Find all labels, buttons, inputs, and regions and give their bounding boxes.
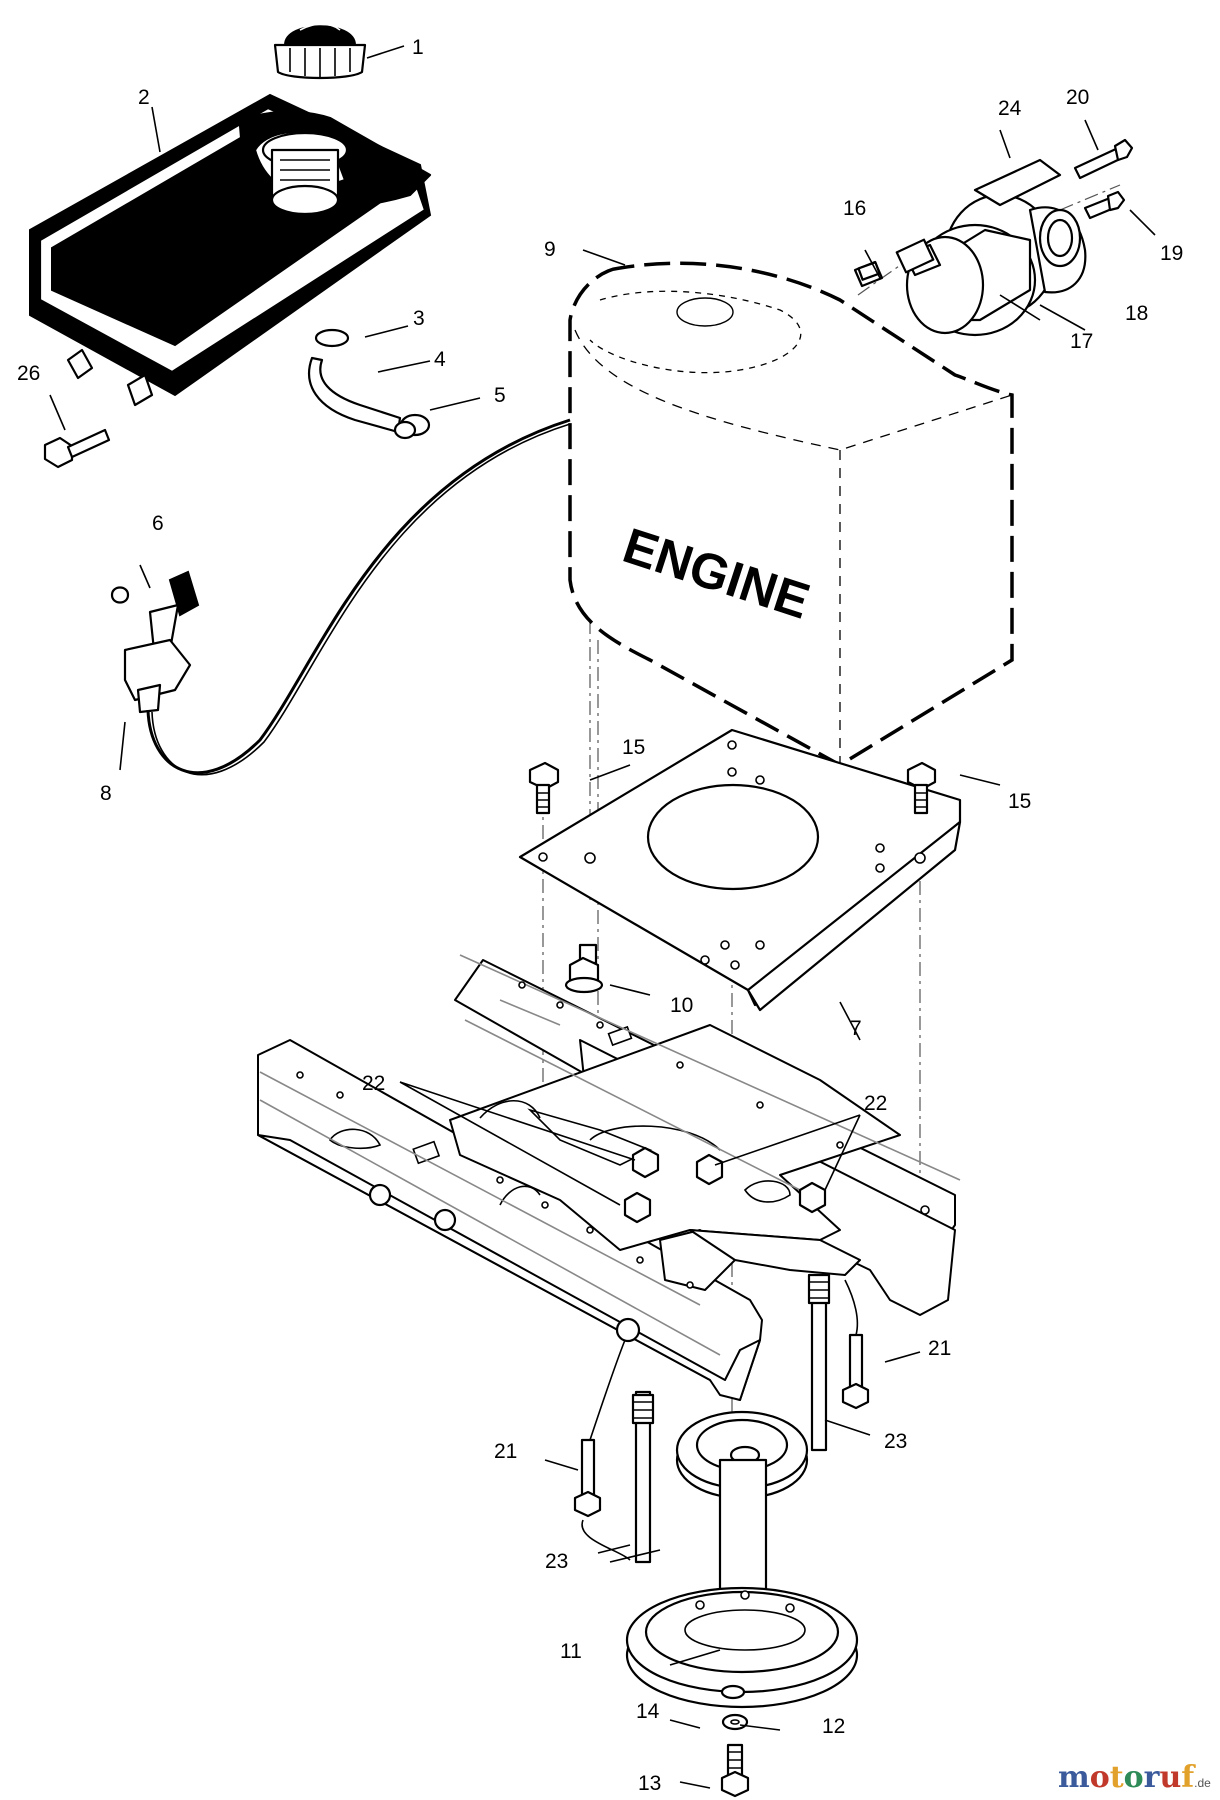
watermark-letter: o [1090,1760,1110,1795]
callout-16: 16 [843,197,866,220]
callout-labels: 1 2 3 4 5 6 7 8 9 10 11 12 13 14 15 15 1… [17,36,1183,1795]
callout-2: 2 [138,86,150,109]
chassis-frame[interactable] [257,954,961,1401]
callout-12: 12 [822,1715,845,1738]
callout-10: 10 [670,994,693,1017]
watermark-letter: u [1159,1760,1181,1795]
callout-21a: 21 [494,1440,517,1463]
callout-24: 24 [998,97,1022,120]
callout-13: 13 [638,1772,661,1795]
mounting-bolts[interactable] [528,761,937,815]
callout-17: 17 [1070,330,1093,353]
callout-8: 8 [100,782,112,805]
engine-outline[interactable]: ENGINE [568,261,1014,768]
callout-7: 7 [850,1017,862,1040]
watermark-logo: motoruf.de [1058,1760,1211,1795]
svg-text:motoruf.de: motoruf.de [1058,1760,1211,1795]
engine-mounting-plate[interactable] [518,728,962,1012]
throttle-control[interactable] [110,418,571,776]
callout-6: 6 [152,512,164,535]
callout-15b: 15 [1008,790,1031,813]
callout-9: 9 [544,238,556,261]
leader-lines [49,45,1156,1789]
callout-15a: 15 [622,736,645,759]
callout-14: 14 [636,1700,660,1723]
fuel-line-assembly[interactable] [307,328,431,440]
watermark-letter: r [1144,1760,1161,1795]
callout-11: 11 [560,1640,582,1663]
callout-20: 20 [1066,86,1089,109]
watermark-letter: m [1058,1760,1090,1795]
callout-1: 1 [412,36,424,59]
flange-nuts[interactable] [623,1146,827,1224]
engine-pulley[interactable] [625,1410,859,1709]
callout-21b: 21 [928,1337,951,1360]
lock-nut[interactable] [564,943,604,994]
callout-5: 5 [494,384,506,407]
callout-26: 26 [17,362,40,385]
callout-3: 3 [413,307,425,330]
tank-mounting-screw[interactable] [43,428,111,469]
studs-and-bolts[interactable] [573,1273,870,1564]
callout-19: 19 [1160,242,1183,265]
callout-23a: 23 [545,1550,568,1573]
watermark-letter: f [1181,1760,1196,1795]
callout-23b: 23 [884,1430,907,1453]
watermark-suffix: .de [1194,1776,1211,1790]
watermark-letter: t [1110,1760,1124,1795]
callout-22b: 22 [864,1092,887,1115]
fuel-cap[interactable] [273,23,367,80]
callout-18: 18 [1125,302,1148,325]
muffler-assembly[interactable] [853,138,1134,337]
callout-22a: 22 [362,1072,385,1095]
fuel-tank[interactable] [29,93,432,407]
watermark-letter: o [1124,1760,1144,1795]
callout-4: 4 [434,348,446,371]
